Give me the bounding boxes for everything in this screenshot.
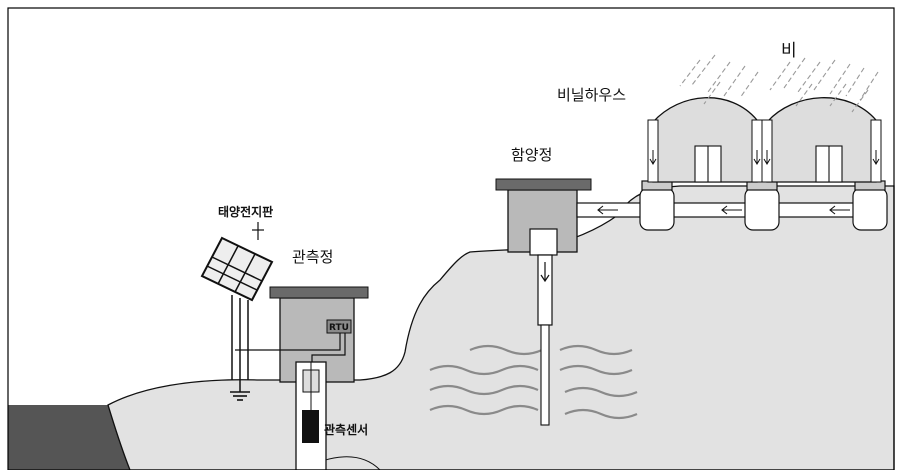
- sea-water: [8, 405, 130, 470]
- solar-panel: [200, 222, 274, 392]
- drain-pipe: [576, 202, 874, 218]
- recharge-well-shaft: [537, 254, 553, 426]
- diagram-frame: [7, 7, 895, 470]
- ground-symbol: [230, 391, 250, 401]
- label-rain: 비: [781, 41, 797, 61]
- greenhouse-left: [647, 97, 763, 183]
- collection-tanks: [639, 180, 888, 231]
- label-observation-well: 관측정: [292, 248, 333, 266]
- label-sensor: 관측센서: [324, 422, 368, 437]
- greenhouse-right: [761, 97, 882, 183]
- label-greenhouse: 비닐하우스: [557, 86, 626, 104]
- groundwater-waves: [429, 344, 638, 420]
- observation-well-building: [235, 286, 369, 383]
- label-rtu: RTU: [329, 323, 349, 333]
- label-recharge-well: 함양정: [511, 146, 552, 164]
- rain-strokes: [679, 54, 879, 113]
- observation-well-shaft: [295, 361, 327, 470]
- label-solar-panel: 태양전지판: [218, 204, 273, 219]
- recharge-well-building: [495, 178, 592, 256]
- observation-sensor: [302, 410, 319, 443]
- rtu-box: [326, 319, 352, 334]
